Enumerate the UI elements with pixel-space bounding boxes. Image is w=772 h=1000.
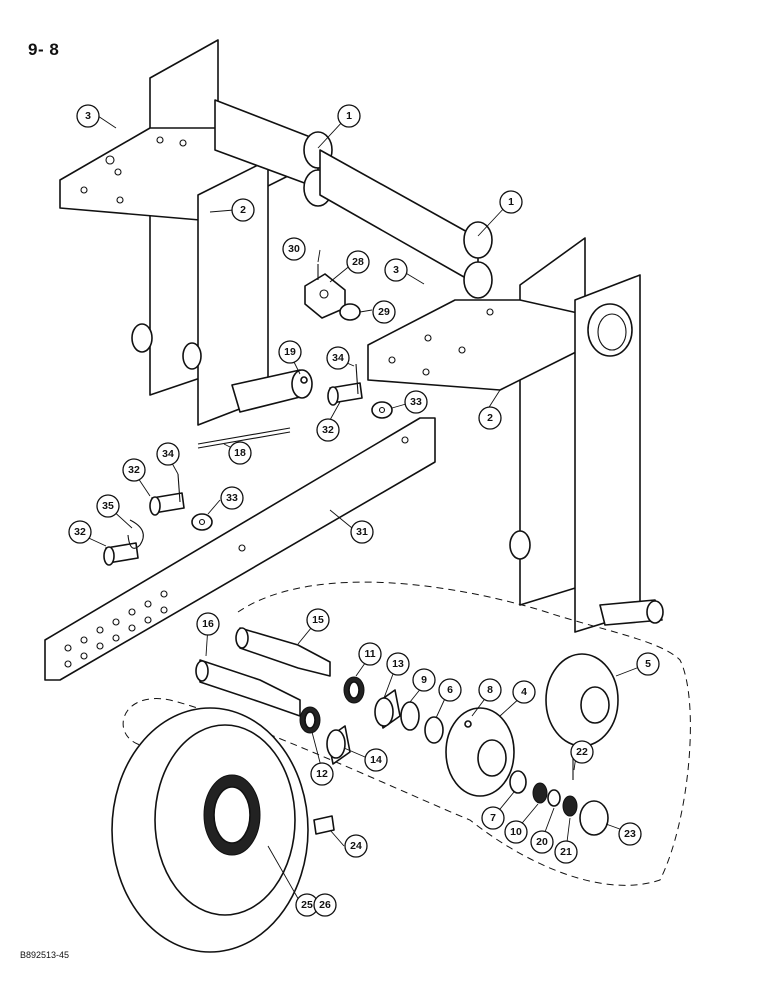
callout-24: 24 — [344, 834, 368, 858]
callout-2b: 2 — [478, 406, 502, 430]
callout-28: 28 — [346, 250, 370, 274]
callout-21: 21 — [554, 840, 578, 864]
svg-text:14: 14 — [370, 754, 382, 766]
callout-32b: 32 — [122, 458, 146, 482]
callout-6: 6 — [438, 678, 462, 702]
block-and-bushing — [304, 264, 361, 321]
svg-text:30: 30 — [288, 243, 300, 255]
svg-text:11: 11 — [364, 648, 375, 660]
callout-34a: 34 — [326, 346, 350, 370]
svg-text:24: 24 — [350, 840, 362, 852]
callout-8: 8 — [478, 678, 502, 702]
callout-14: 14 — [364, 748, 388, 772]
svg-text:25: 25 — [301, 899, 313, 911]
callout-16: 16 — [196, 612, 220, 636]
svg-text:21: 21 — [560, 846, 572, 858]
callout-26: 26 — [313, 893, 337, 917]
svg-text:3: 3 — [393, 264, 399, 276]
callout-3b: 3 — [384, 258, 408, 282]
left-frame-assembly — [59, 39, 301, 426]
svg-text:19: 19 — [284, 346, 296, 358]
svg-text:9: 9 — [421, 674, 427, 686]
callout-1b: 1 — [499, 190, 523, 214]
svg-text:13: 13 — [392, 658, 404, 670]
drawbar — [44, 417, 436, 681]
wheel-rim — [111, 707, 335, 953]
right-frame-assembly — [367, 237, 664, 633]
callout-22: 22 — [570, 740, 594, 764]
hub-cap-parts — [509, 758, 609, 836]
callout-33b: 33 — [220, 486, 244, 510]
svg-text:23: 23 — [624, 828, 636, 840]
svg-text:3: 3 — [85, 110, 91, 122]
svg-text:31: 31 — [356, 526, 368, 538]
callout-7: 7 — [481, 806, 505, 830]
callout-3a: 3 — [76, 104, 100, 128]
svg-text:5: 5 — [645, 658, 651, 670]
spindles — [195, 627, 331, 717]
svg-text:1: 1 — [508, 196, 514, 208]
svg-text:32: 32 — [322, 424, 334, 436]
svg-text:33: 33 — [410, 396, 422, 408]
callout-13: 13 — [386, 652, 410, 676]
callout-18: 18 — [228, 441, 252, 465]
hubs — [445, 653, 619, 797]
callout-30: 30 — [282, 237, 306, 261]
svg-text:12: 12 — [316, 768, 328, 780]
callout-32a: 32 — [316, 418, 340, 442]
svg-text:22: 22 — [576, 746, 588, 758]
svg-text:8: 8 — [487, 684, 493, 696]
callout-20: 20 — [530, 830, 554, 854]
svg-text:10: 10 — [510, 826, 522, 838]
left-bushing-and-pin — [197, 369, 313, 449]
svg-text:4: 4 — [521, 686, 527, 698]
svg-text:29: 29 — [378, 306, 390, 318]
pivot-tubes — [214, 99, 493, 299]
page-number: 9- 8 — [28, 40, 60, 59]
pins-and-washers — [103, 363, 393, 566]
callout-34b: 34 — [156, 442, 180, 466]
callout-10: 10 — [504, 820, 528, 844]
svg-text:6: 6 — [447, 684, 453, 696]
svg-text:7: 7 — [490, 812, 496, 824]
callout-12: 12 — [310, 762, 334, 786]
callout-35: 35 — [96, 494, 120, 518]
svg-text:26: 26 — [319, 899, 331, 911]
callout-23: 23 — [618, 822, 642, 846]
callout-2a: 2 — [231, 198, 255, 222]
callout-15: 15 — [306, 608, 330, 632]
svg-text:2: 2 — [487, 412, 493, 424]
svg-text:34: 34 — [332, 352, 344, 364]
svg-text:34: 34 — [162, 448, 174, 460]
callout-1a: 1 — [337, 104, 361, 128]
callout-19: 19 — [278, 340, 302, 364]
callout-11: 11 — [358, 642, 382, 666]
svg-text:16: 16 — [202, 618, 214, 630]
callout-5: 5 — [636, 652, 660, 676]
svg-text:35: 35 — [102, 500, 114, 512]
callout-31: 31 — [350, 520, 374, 544]
svg-text:28: 28 — [352, 256, 364, 268]
svg-text:20: 20 — [536, 836, 548, 848]
callout-4: 4 — [512, 680, 536, 704]
svg-text:2: 2 — [240, 204, 246, 216]
svg-text:15: 15 — [312, 614, 324, 626]
callout-29: 29 — [372, 300, 396, 324]
illustration-reference-code: B892513-45 — [20, 950, 70, 960]
callout-32c: 32 — [68, 520, 92, 544]
svg-text:33: 33 — [226, 492, 238, 504]
seals-and-bearings — [299, 676, 444, 765]
callout-33a: 33 — [404, 390, 428, 414]
svg-text:32: 32 — [74, 526, 86, 538]
svg-text:32: 32 — [128, 464, 140, 476]
svg-text:18: 18 — [234, 447, 246, 459]
callout-9: 9 — [412, 668, 436, 692]
svg-text:1: 1 — [346, 110, 352, 122]
